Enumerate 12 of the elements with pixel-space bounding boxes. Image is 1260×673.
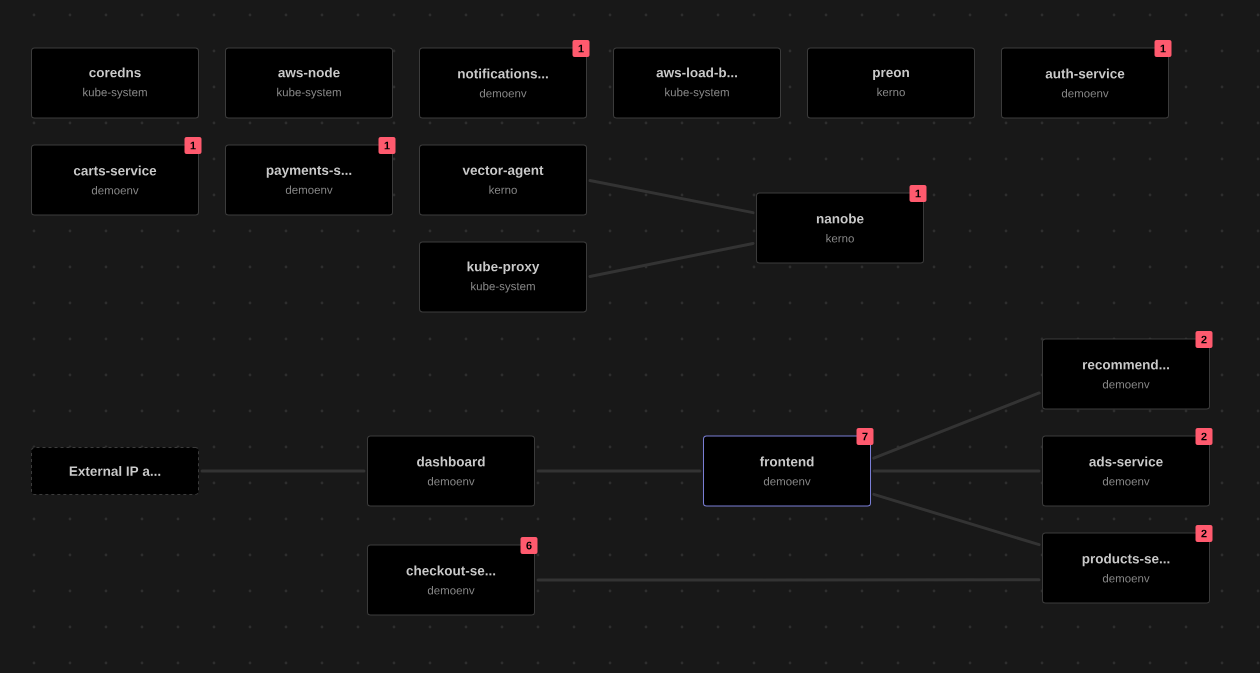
service-box: aws-load-b... kube-system (613, 47, 781, 119)
service-box: vector-agent kerno (419, 144, 587, 216)
connector-line (872, 391, 1041, 460)
service-box: preon kerno (807, 47, 975, 119)
connector-line (872, 492, 1041, 547)
service-box: dashboard demoenv (367, 435, 535, 507)
connector-line (588, 179, 755, 215)
connector-line (588, 241, 755, 278)
service-box: kube-proxy kube-system (419, 241, 587, 313)
service-box: coredns kube-system (31, 47, 199, 119)
service-box: aws-node kube-system (225, 47, 393, 119)
address-box: External IP a... (31, 447, 199, 495)
